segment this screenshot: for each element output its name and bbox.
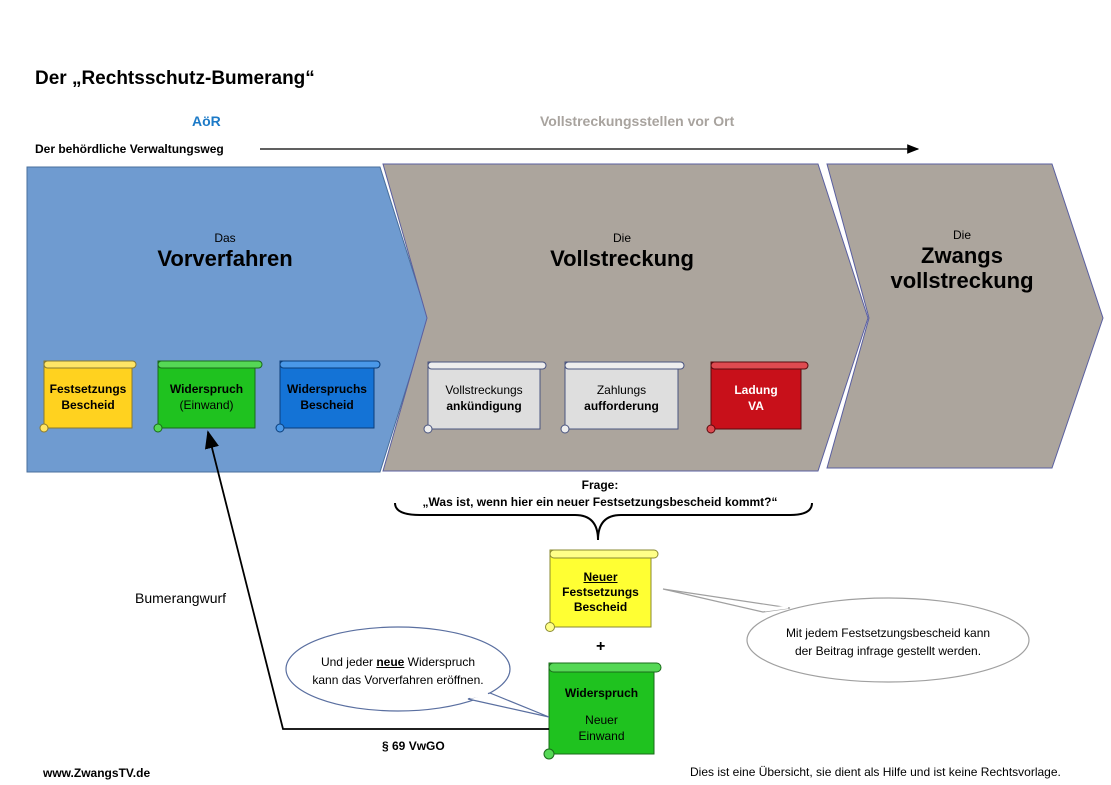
- phase-label-zwangsvollstreckung: Die Zwangs vollstreckung: [872, 228, 1052, 294]
- phase-title-line2: vollstreckung: [890, 268, 1034, 294]
- bubble-text-pre: Und jeder: [320, 655, 377, 669]
- phase-title: Vollstreckung: [550, 245, 694, 271]
- phase-title-line1: Zwangs: [921, 242, 1003, 268]
- scroll-line: Festsetzungs: [49, 382, 127, 397]
- bubble-line: der Beitrag infrage gestellt werden.: [794, 644, 982, 658]
- frage-text: „Was ist, wenn hier ein neuer Festsetzun…: [422, 495, 778, 510]
- phase-label-vollstreckung: Die Vollstreckung: [512, 231, 732, 271]
- scroll-text-widerspruchsbescheid: Widerspruchs Bescheid: [280, 368, 374, 428]
- scroll-widerspruch: [153, 360, 263, 433]
- paragraph-label: § 69 VwGO: [382, 739, 445, 753]
- footer-url[interactable]: www.ZwangsTV.de: [43, 766, 151, 780]
- scroll-line: Vollstreckungs: [445, 383, 523, 398]
- scroll-line: VA: [748, 399, 764, 413]
- scroll-neuer-bescheid: [545, 549, 659, 632]
- phase-label-vorverfahren: Das Vorverfahren: [120, 231, 330, 271]
- bubble-text-emph: neue: [376, 655, 405, 669]
- scroll-text-vollstreckungsankuendigung: Vollstreckungs ankündigung: [428, 369, 540, 429]
- scroll-line: Zahlungs: [596, 383, 647, 398]
- scroll-festsetzung: [39, 360, 137, 433]
- scroll-line: Ladung: [734, 383, 778, 398]
- scroll-text-zahlungsaufforderung: Zahlungs aufforderung: [565, 369, 678, 429]
- phase-title: Vorverfahren: [157, 245, 293, 271]
- scroll-line: Widerspruchs: [287, 382, 367, 397]
- weg-label: Der behördliche Verwaltungsweg: [35, 142, 224, 156]
- scroll-line: Neuer: [583, 570, 618, 584]
- bubble-line: Und jeder neue Widerspruch: [290, 653, 506, 671]
- bubble-left: [285, 626, 550, 718]
- phase-small: Die: [952, 228, 971, 242]
- scroll-text-festsetzung: Festsetzungs Bescheid: [44, 368, 132, 428]
- scroll-line: Bescheid: [61, 398, 115, 412]
- frage-label: Frage:: [581, 478, 619, 492]
- scroll-line: Einwand: [578, 729, 625, 744]
- scroll-line: Bescheid: [573, 600, 628, 614]
- bubble-right-text: Mit jedem Festsetzungsbescheid kann der …: [752, 624, 1024, 660]
- bumerang-label: Bumerangwurf: [135, 590, 227, 606]
- scroll-line: Widerspruch: [564, 686, 639, 700]
- scroll-line: Widerspruch: [169, 382, 244, 397]
- scroll-text-neuer-widerspruch: Widerspruch Neuer Einwand: [549, 672, 654, 754]
- scroll-text-widerspruch: Widerspruch (Einwand): [158, 368, 255, 428]
- plus-sign: +: [596, 638, 606, 655]
- scroll-line: ankündigung: [446, 399, 522, 413]
- scroll-line: Neuer: [585, 713, 618, 727]
- scroll-neuer-widerspruch: [543, 662, 662, 760]
- curly-brace: [394, 502, 813, 541]
- phase-small: Das: [214, 231, 236, 245]
- boomerang-arrow: [204, 430, 549, 730]
- bubble-line: kann das Vorverfahren eröffnen.: [312, 673, 484, 687]
- scroll-line: (Einwand): [179, 398, 234, 412]
- scroll-text-ladung: Ladung VA: [711, 369, 801, 429]
- footer-note: Dies ist eine Übersicht, sie dient als H…: [690, 765, 1061, 779]
- scroll-line: aufforderung: [584, 399, 659, 413]
- scroll-line: Festsetzungs: [562, 585, 639, 599]
- header-vollstreckungsstellen: Vollstreckungsstellen vor Ort: [540, 113, 735, 129]
- phase-small: Die: [612, 231, 631, 245]
- scroll-zahlungsaufforderung: [560, 361, 685, 434]
- bubble-text-post: Widerspruch: [404, 655, 476, 669]
- scroll-vollstreckungsankuendigung: [423, 361, 547, 434]
- bubble-left-text: Und jeder neue Widerspruch kann das Vorv…: [290, 653, 506, 689]
- bubble-right: [662, 588, 1030, 683]
- frage-block: Frage: „Was ist, wenn hier ein neuer Fes…: [380, 477, 820, 512]
- header-aoer: AöR: [192, 113, 221, 129]
- scroll-line: Bescheid: [300, 398, 354, 412]
- bubble-line: Mit jedem Festsetzungsbescheid kann: [785, 626, 991, 640]
- scroll-widerspruchsbescheid: [275, 360, 381, 433]
- page-title: Der „Rechtsschutz-Bumerang“: [35, 68, 315, 89]
- phase-zwangsvollstreckung: [826, 163, 1104, 469]
- scroll-ladung: [706, 361, 809, 434]
- scroll-text-neuer-bescheid: Neuer Festsetzungs Bescheid: [550, 558, 651, 627]
